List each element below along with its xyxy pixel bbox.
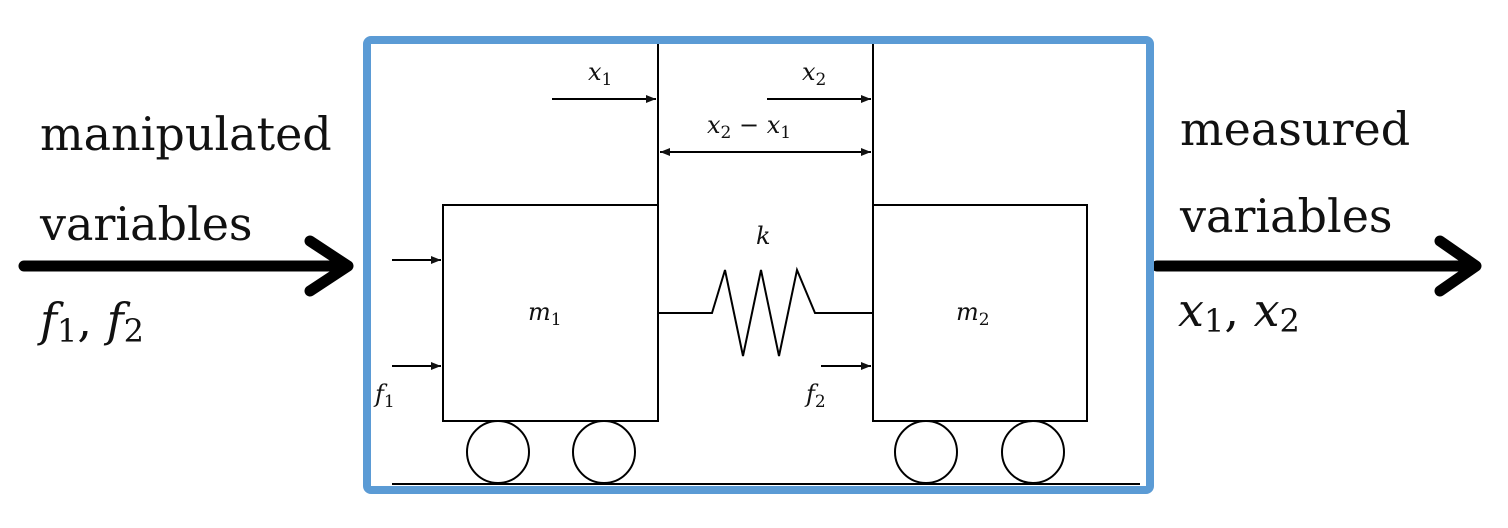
f2-label: f2 xyxy=(804,380,826,412)
left-line2: variables xyxy=(39,197,253,251)
x2-label: x2 xyxy=(802,58,826,90)
mass-2-wheel-left xyxy=(894,420,958,484)
f1-label: f1 xyxy=(373,380,395,412)
spring xyxy=(658,266,873,357)
manipulated-variables-label: manipulated variables f1, f2 xyxy=(37,107,332,350)
right-variables: x1, x2 xyxy=(1178,283,1300,340)
output-arrow xyxy=(1151,235,1482,297)
left-line1: manipulated xyxy=(40,107,332,161)
left-variables: f1, f2 xyxy=(37,293,144,350)
mass-1-label: m1 xyxy=(528,298,562,330)
x2-minus-x1-label: x2 − x1 xyxy=(707,111,791,143)
x1-label: x1 xyxy=(588,58,612,90)
mass-2-label: m2 xyxy=(956,298,990,330)
measured-variables-label: measured variables x1, x2 xyxy=(1178,102,1410,340)
mass-2-wheel-right xyxy=(1001,420,1065,484)
mass-1-wheel-right xyxy=(572,420,636,484)
mass-2-block xyxy=(872,204,1088,422)
input-arrow xyxy=(18,235,354,297)
spring-constant-label: k xyxy=(756,222,771,250)
mass-1-wheel-left xyxy=(466,420,530,484)
right-line2: variables xyxy=(1179,189,1393,243)
system-frame xyxy=(363,36,1154,494)
right-line1: measured xyxy=(1180,102,1410,156)
